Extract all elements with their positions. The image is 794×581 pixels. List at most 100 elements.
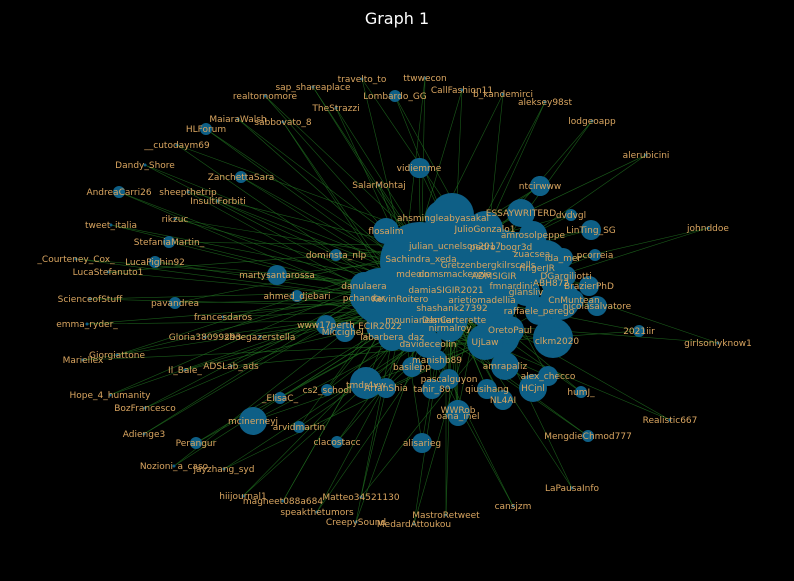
graph-node[interactable]: [523, 378, 543, 398]
graph-node[interactable]: [222, 467, 226, 471]
graph-node[interactable]: [331, 436, 343, 448]
graph-node[interactable]: [422, 379, 442, 399]
graph-node[interactable]: [186, 190, 190, 194]
graph-node[interactable]: [350, 284, 378, 312]
graph-node[interactable]: [496, 316, 524, 344]
graph-node[interactable]: [409, 158, 429, 178]
graph-node[interactable]: [376, 378, 396, 398]
graph-node[interactable]: [175, 143, 179, 147]
graph-node[interactable]: [511, 504, 515, 508]
graph-node[interactable]: [236, 117, 240, 121]
graph-node[interactable]: [543, 100, 547, 104]
graph-node[interactable]: [321, 384, 333, 396]
graph-node[interactable]: [293, 421, 305, 433]
graph-node[interactable]: [412, 522, 416, 526]
graph-node[interactable]: [668, 418, 672, 422]
graph-node[interactable]: [716, 341, 720, 345]
graph-node[interactable]: [376, 221, 396, 241]
graph-node[interactable]: [525, 297, 553, 325]
graph-node[interactable]: [570, 486, 574, 490]
graph-node[interactable]: [221, 315, 225, 319]
graph-node[interactable]: [143, 406, 147, 410]
graph-node[interactable]: [378, 323, 406, 351]
graph-node[interactable]: [538, 366, 558, 386]
graph-node[interactable]: [203, 335, 207, 339]
graph-node[interactable]: [389, 90, 401, 102]
graph-node[interactable]: [352, 371, 380, 399]
graph-node[interactable]: [190, 437, 202, 449]
graph-node[interactable]: [281, 120, 285, 124]
graph-node[interactable]: [267, 265, 287, 285]
graph-node[interactable]: [281, 499, 285, 503]
graph-node[interactable]: [241, 494, 245, 498]
graph-node[interactable]: [575, 386, 587, 398]
graph-node[interactable]: [590, 119, 594, 123]
graph-node[interactable]: [589, 249, 601, 261]
graph-node[interactable]: [172, 464, 176, 468]
graph-node[interactable]: [493, 390, 513, 410]
graph-node[interactable]: [427, 350, 447, 370]
graph-node[interactable]: [106, 270, 110, 274]
graph-node[interactable]: [437, 228, 473, 264]
graph-node[interactable]: [477, 379, 497, 399]
graph-node[interactable]: [467, 324, 503, 360]
graph-node[interactable]: [581, 220, 601, 240]
graph-node[interactable]: [439, 369, 459, 389]
graph-node[interactable]: [543, 327, 571, 355]
graph-node[interactable]: [108, 393, 112, 397]
graph-node[interactable]: [169, 297, 181, 309]
graph-node[interactable]: [143, 163, 147, 167]
graph-node[interactable]: [216, 199, 220, 203]
graph-node[interactable]: [311, 85, 315, 89]
graph-node[interactable]: [200, 123, 212, 135]
graph-node[interactable]: [412, 433, 432, 453]
graph-node[interactable]: [115, 353, 119, 357]
graph-node[interactable]: [541, 273, 561, 293]
graph-node[interactable]: [315, 510, 319, 514]
graph-node[interactable]: [565, 209, 577, 221]
graph-node[interactable]: [291, 290, 303, 302]
graph-node[interactable]: [501, 92, 505, 96]
graph-node[interactable]: [436, 314, 464, 342]
graph-node[interactable]: [163, 236, 175, 248]
graph-node[interactable]: [263, 94, 267, 98]
graph-node[interactable]: [556, 266, 576, 286]
graph-node[interactable]: [530, 176, 550, 196]
graph-node[interactable]: [460, 88, 464, 92]
graph-node[interactable]: [587, 296, 607, 316]
graph-node[interactable]: [425, 200, 461, 236]
graph-node[interactable]: [444, 513, 448, 517]
graph-node[interactable]: [354, 520, 358, 524]
graph-node[interactable]: [173, 217, 177, 221]
graph-node[interactable]: [85, 322, 89, 326]
graph-node[interactable]: [706, 226, 710, 230]
graph-node[interactable]: [644, 153, 648, 157]
graph-node[interactable]: [448, 406, 468, 426]
graph-node[interactable]: [491, 352, 519, 380]
graph-node[interactable]: [553, 248, 573, 268]
graph-node[interactable]: [359, 495, 363, 499]
graph-node[interactable]: [360, 77, 364, 81]
graph-node[interactable]: [335, 322, 355, 342]
graph-node[interactable]: [523, 254, 551, 282]
graph-node[interactable]: [81, 358, 85, 362]
graph-node[interactable]: [229, 364, 233, 368]
graph-node[interactable]: [334, 106, 338, 110]
graph-node[interactable]: [274, 392, 286, 404]
graph-node[interactable]: [564, 290, 584, 310]
graph-node[interactable]: [149, 256, 161, 268]
graph-node[interactable]: [507, 199, 535, 227]
graph-node[interactable]: [402, 302, 438, 338]
graph-node[interactable]: [243, 411, 263, 431]
graph-node[interactable]: [88, 297, 92, 301]
graph-node[interactable]: [183, 368, 187, 372]
graph-node[interactable]: [377, 183, 381, 187]
graph-node[interactable]: [582, 430, 594, 442]
graph-node[interactable]: [633, 325, 645, 337]
graph-node[interactable]: [109, 223, 113, 227]
graph-node[interactable]: [316, 315, 336, 335]
graph-node[interactable]: [74, 257, 78, 261]
graph-node[interactable]: [258, 335, 262, 339]
graph-node[interactable]: [464, 282, 500, 318]
graph-node[interactable]: [113, 186, 125, 198]
